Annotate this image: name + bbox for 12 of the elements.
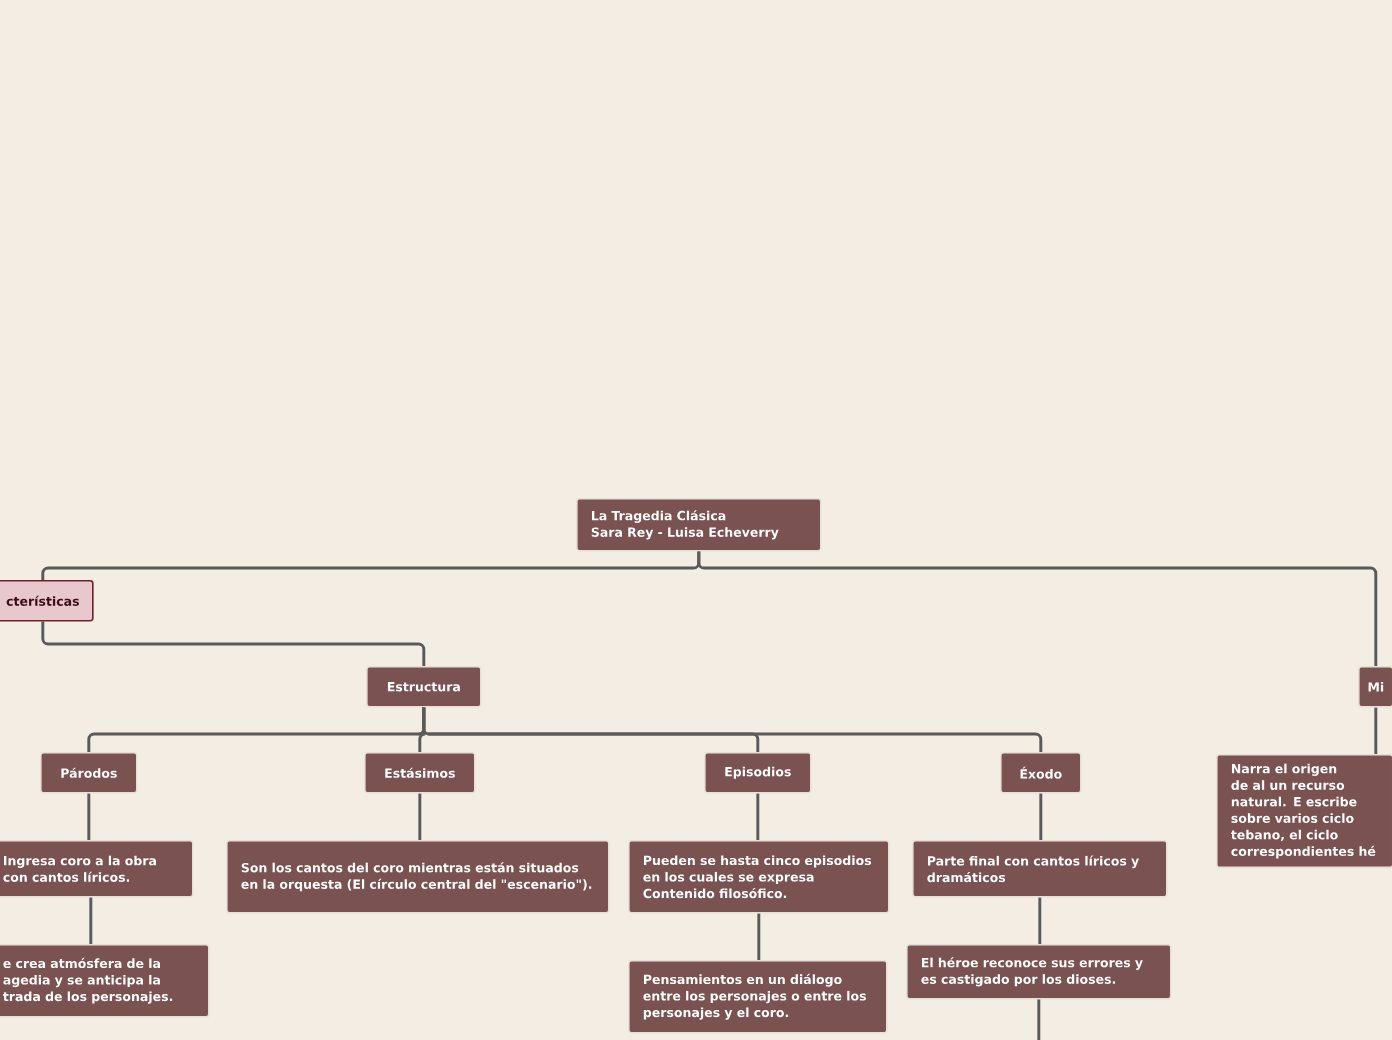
connector-line [1374,707,1378,754]
connector-line [756,793,760,840]
connector-line [89,897,93,944]
connector-line [418,793,422,840]
connector-line [697,551,1378,666]
connector-line [1038,897,1042,944]
connector-line [422,707,1043,752]
connector-line [1039,793,1043,840]
connector-line [41,621,426,666]
connector-line [1037,999,1041,1040]
connector-line [87,793,91,840]
connector-line [757,913,761,960]
